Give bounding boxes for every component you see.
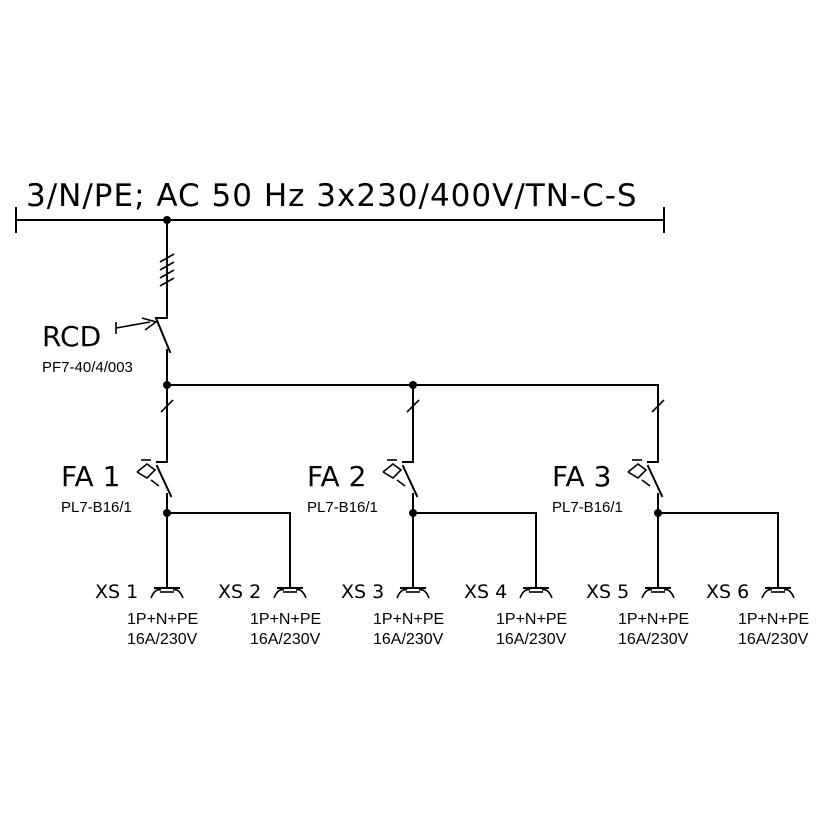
outlet-rating: 16A/230V <box>250 631 321 648</box>
outlet-spec: 1P+N+PE <box>127 611 198 628</box>
outlet-4: XS 4 1P+N+PE 16A/230V <box>464 581 567 648</box>
breaker-label-3: FA 3 <box>552 460 611 493</box>
outlet-6: XS 6 1P+N+PE 16A/230V <box>706 581 809 648</box>
outlet-spec: 1P+N+PE <box>373 611 444 628</box>
breaker-label-1: FA 1 <box>61 460 120 493</box>
outlet-label: XS 3 <box>341 581 384 603</box>
rcd-feed-wire <box>159 219 175 319</box>
breaker-branch-1: FA 1 PL7-B16/1 <box>61 384 291 589</box>
breaker-branch-2: FA 2 PL7-B16/1 <box>307 384 537 589</box>
breaker-part-number-1: PL7-B16/1 <box>61 499 132 516</box>
outlet-spec: 1P+N+PE <box>496 611 567 628</box>
outlet-rating: 16A/230V <box>496 631 567 648</box>
outlet-label: XS 6 <box>706 581 749 603</box>
outlet-label: XS 2 <box>218 581 261 603</box>
socket-icon <box>761 587 795 599</box>
breaker-branches: FA 1 PL7-B16/1 FA 2 PL7-B16/1 FA 3 PL7-B16/1 <box>61 384 779 589</box>
outlet-rating: 16A/230V <box>373 631 444 648</box>
rcd-label: RCD <box>42 320 101 353</box>
supply-label: 3/N/PE; AC 50 Hz 3x230/400V/TN-C-S <box>26 178 638 214</box>
outlet-3: XS 3 1P+N+PE 16A/230V <box>341 581 444 648</box>
outlet-label: XS 4 <box>464 581 507 603</box>
rcd-part-number: PF7-40/4/003 <box>42 359 133 376</box>
outlet-rating: 16A/230V <box>618 631 689 648</box>
breaker-part-number-3: PL7-B16/1 <box>552 499 623 516</box>
breaker-branch-3: FA 3 PL7-B16/1 <box>552 384 779 589</box>
outlet-spec: 1P+N+PE <box>738 611 809 628</box>
socket-icon <box>519 587 553 599</box>
outlet-spec: 1P+N+PE <box>250 611 321 628</box>
outlet-2: XS 2 1P+N+PE 16A/230V <box>218 581 321 648</box>
socket-icon <box>150 587 184 599</box>
breaker-label-2: FA 2 <box>307 460 366 493</box>
outlet-rating: 16A/230V <box>738 631 809 648</box>
outlet-1: XS 1 1P+N+PE 16A/230V <box>95 581 198 648</box>
socket-icon <box>641 587 675 599</box>
outlet-5: XS 5 1P+N+PE 16A/230V <box>586 581 689 648</box>
socket-icon <box>396 587 430 599</box>
breaker-part-number-2: PL7-B16/1 <box>307 499 378 516</box>
socket-icon <box>273 587 307 599</box>
outlet-rating: 16A/230V <box>127 631 198 648</box>
rcd-switch-symbol <box>115 316 172 386</box>
outlet-spec: 1P+N+PE <box>618 611 689 628</box>
outlet-label: XS 1 <box>95 581 138 603</box>
outlet-label: XS 5 <box>586 581 629 603</box>
distribution-bus <box>163 381 659 389</box>
